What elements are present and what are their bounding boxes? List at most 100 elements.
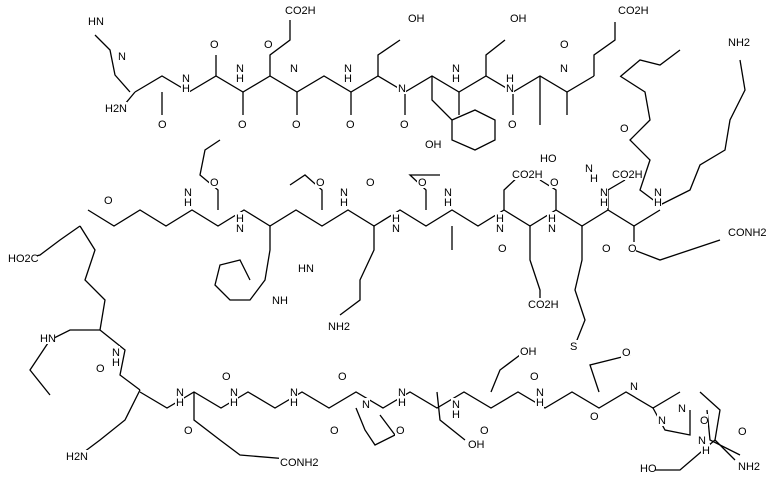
label-background [727,36,750,48]
label-background [263,38,272,50]
atom-label: N [630,381,638,393]
label-background [599,196,608,208]
atom-label: O [530,371,539,383]
atom-label: H [290,397,298,409]
label-background [559,62,568,74]
label-background [629,380,638,392]
label-background [495,212,504,224]
atom-label: O [316,177,325,189]
label-background [289,62,298,74]
label-background [271,294,287,306]
atom-label: N [398,387,406,399]
atom-label: H [176,397,184,409]
label-background [95,362,104,374]
label-background [235,222,244,234]
label-background [559,38,568,50]
label-background [329,424,338,436]
atom-label: CONH2 [728,227,767,239]
atom-label: CO2H [618,5,649,17]
label-background [327,320,350,332]
atom-label: OH [408,13,425,25]
atom-label: O [292,119,301,131]
side-chain-bond [214,226,271,301]
label-background [657,414,666,426]
atom-label: OH [510,13,527,25]
atom-label: H [536,397,544,409]
atom-label: N [658,415,666,427]
atom-label: N [548,223,556,235]
label-background [599,186,608,198]
atom-label: HN [40,333,56,345]
side-chain-bond [339,226,375,316]
label-background [279,456,316,468]
atom-label: CO2H [528,299,559,311]
atom-label: N [182,73,190,85]
label-background [209,38,218,50]
atom-label: N [496,223,504,235]
atom-label: O [222,371,231,383]
backbone-row-3 [139,391,681,409]
label-background [495,222,504,234]
label-background [451,408,460,420]
label-background [677,402,686,414]
atom-label: O [366,177,375,189]
atom-label: O [560,39,569,51]
backbone-end [699,391,736,461]
atom-label: OH [425,139,442,151]
label-background [451,72,460,84]
atom-label: O [628,243,637,255]
label-background [509,12,525,24]
atom-label: CONH2 [280,457,319,469]
atom-label: N [230,387,238,399]
label-background [175,386,184,398]
label-background [424,138,440,150]
atom-label: O [480,425,489,437]
label-background [297,262,313,274]
label-background [589,410,598,422]
atom-label: N [506,83,514,95]
atom-label: N [344,63,352,75]
atom-label: N [236,63,244,75]
label-background [237,118,246,130]
label-background [209,176,218,188]
label-background [111,346,120,358]
backbone-turn-2 [79,225,141,391]
side-chain-bond [485,39,506,76]
label-background [727,226,764,238]
atom-label: S [570,341,577,353]
side-chain-bond [355,407,396,446]
atom-label: H [506,73,514,85]
atom-label: O [738,426,747,438]
atom-label: O [396,425,405,437]
atom-label: H [702,445,710,457]
label-background [527,298,557,310]
atom-label: H [236,213,244,225]
side-chain-bond [490,354,521,393]
label-background [104,102,127,114]
atom-label: N [236,223,244,235]
atom-label: N [444,187,452,199]
backbone-turn-1 [619,75,661,206]
label-background [737,460,760,472]
side-chain-bond [94,34,131,93]
label-background [479,424,488,436]
label-background [589,172,598,184]
label-background [221,370,230,382]
atom-label: O [210,39,219,51]
atom-label: H2N [105,103,127,115]
label-background [399,118,408,130]
atom-label: O [330,425,339,437]
atom-label: N [362,399,370,411]
atom-label: N [678,403,686,415]
label-background [547,212,556,224]
side-chain-bond [574,226,586,346]
label-background [235,212,244,224]
atom-label: HO [540,153,557,165]
label-background [183,424,192,436]
label-background [699,414,708,426]
side-chain-bond [431,76,496,151]
side-chain-bond [620,49,681,77]
label-background [519,345,535,357]
atom-label: HN [88,16,104,28]
label-background [451,398,460,410]
